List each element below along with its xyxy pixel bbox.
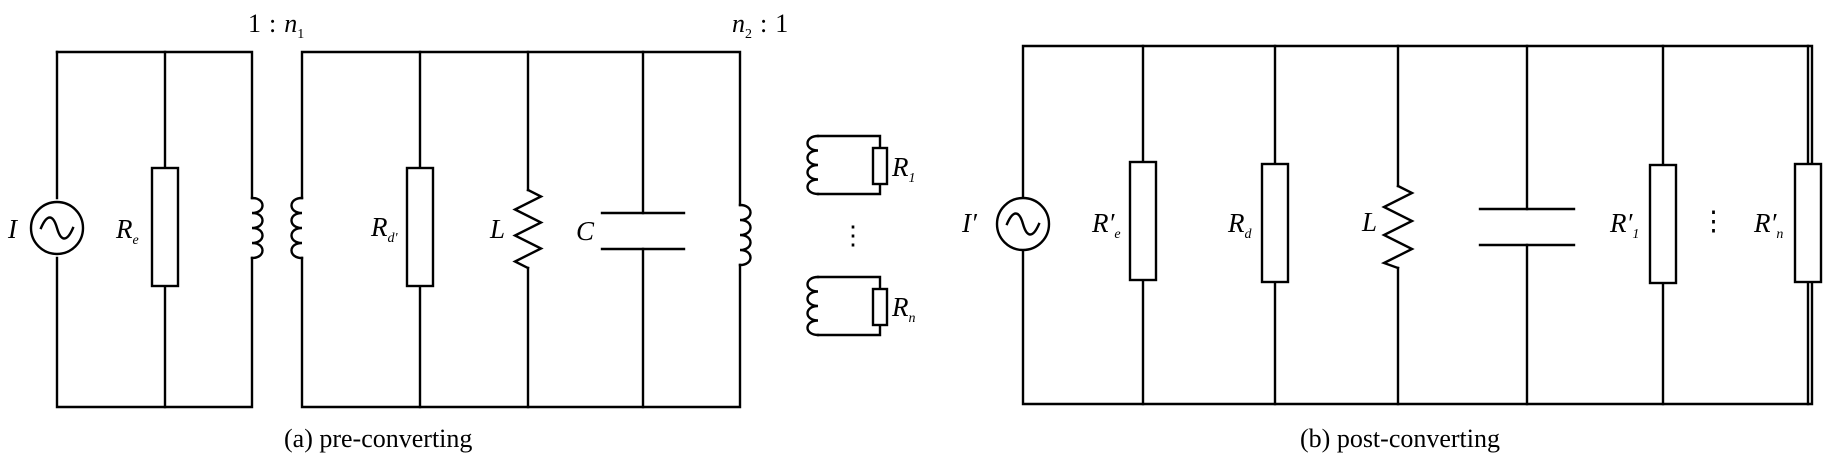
inductor-a <box>512 188 544 270</box>
resistor-re-label-b: R′e <box>1091 208 1121 242</box>
resistor-rd-label-a: Rd' <box>370 212 399 246</box>
capacitor-a <box>600 211 686 251</box>
resistor-rn-b <box>1793 162 1823 284</box>
resistor-r1-b <box>1648 163 1678 285</box>
current-source-b <box>995 196 1051 252</box>
transformer2-primary-coil <box>738 203 752 267</box>
resistor-re-b <box>1128 160 1158 282</box>
resistor-rd-b <box>1260 162 1290 284</box>
inductor-label-a: L <box>489 214 505 244</box>
resistor-re-a <box>150 166 180 288</box>
capacitor-label-a: C <box>576 216 595 246</box>
inductor-b <box>1380 184 1415 270</box>
load-n-coil <box>806 275 820 337</box>
secondary-loop-wires <box>300 50 742 409</box>
transformer1-secondary-coil <box>290 196 304 260</box>
source-label-a: I <box>7 214 19 244</box>
caption-a: (a) pre-converting <box>284 424 472 453</box>
load-n-label: Rn <box>891 292 916 326</box>
transformer2-ratio: n2:1 <box>732 9 788 42</box>
current-source-a <box>29 200 85 256</box>
source-label-b: I′ <box>961 208 978 238</box>
load-n-resistor <box>871 287 889 327</box>
resistor-rd-a <box>405 166 435 288</box>
resistor-rn-label-b: R′n <box>1753 208 1783 242</box>
loop-b-wires <box>1021 44 1814 406</box>
transformer1-primary-coil <box>250 196 264 260</box>
load-1-label: R1 <box>891 152 916 186</box>
resistors-ellipsis-b: ⋮ <box>1700 206 1727 236</box>
loads-ellipsis: ⋮ <box>840 221 866 250</box>
primary-loop-wires <box>55 50 254 409</box>
caption-b: (b) post-converting <box>1300 424 1500 453</box>
figure-a-pre-converting: I Re 1:n1 Rd' L C n2:1 <box>7 9 916 453</box>
load-1 <box>806 134 889 196</box>
inductor-label-b: L <box>1361 207 1377 237</box>
resistor-re-label-a: Re <box>115 214 139 248</box>
resistor-r1-label-b: R′1 <box>1609 208 1639 242</box>
resistor-rd-label-b: Rd <box>1227 208 1253 242</box>
load-1-coil <box>806 134 820 196</box>
load-1-resistor <box>871 146 889 186</box>
load-n <box>806 275 889 337</box>
capacitor-b <box>1478 207 1576 247</box>
figure-b-post-converting: I′ R′e Rd L R′1 ⋮ R′n (b) post-convertin… <box>961 44 1823 453</box>
transformer1-ratio: 1:n1 <box>248 9 304 42</box>
